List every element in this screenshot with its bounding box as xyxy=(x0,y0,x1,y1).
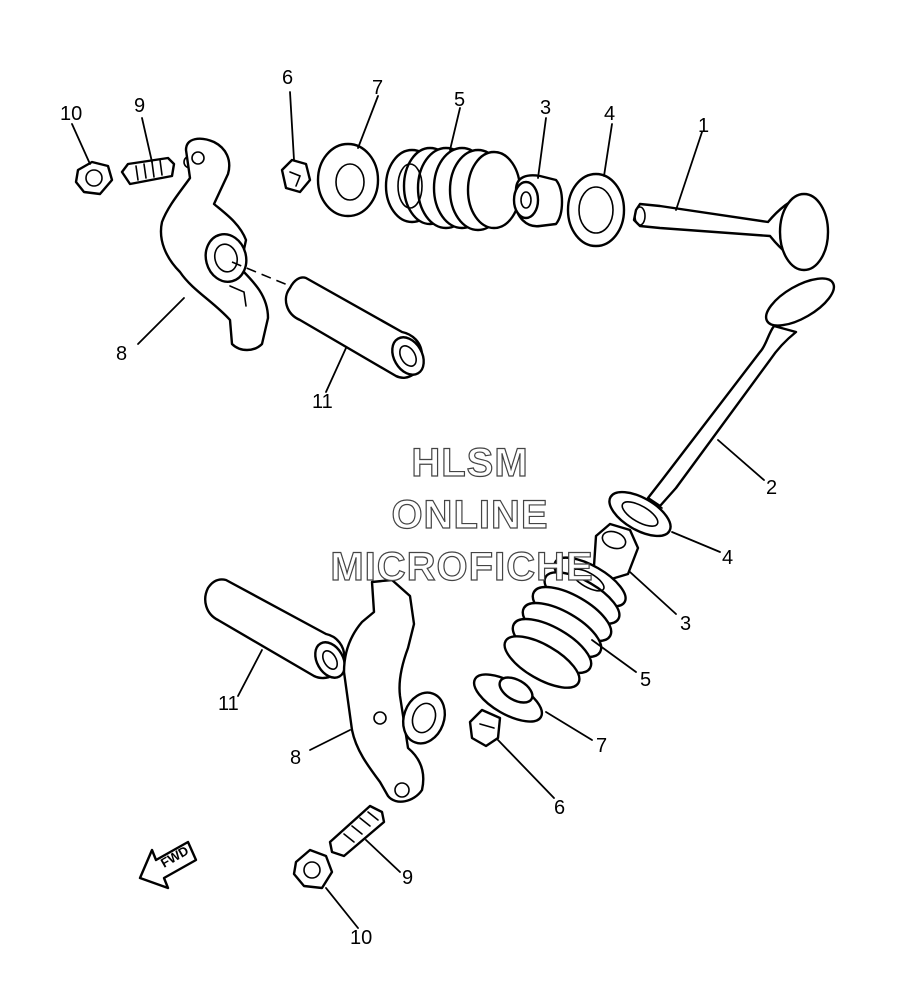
callout-5-bottom: 5 xyxy=(640,669,651,691)
callout-7-bottom: 7 xyxy=(596,735,607,757)
adjusting-screw-top xyxy=(120,155,197,186)
callout-3-top: 3 xyxy=(540,97,551,119)
watermark-line-1: HLSM xyxy=(411,441,528,485)
leader-lines xyxy=(71,91,765,929)
callout-8-bottom: 8 xyxy=(290,747,301,769)
stem-seal-top xyxy=(512,174,564,228)
retainer-bottom xyxy=(472,673,544,723)
watermark-line-3: MICROFICHE xyxy=(330,545,593,589)
callout-3-bottom: 3 xyxy=(680,613,691,635)
callout-9-top: 9 xyxy=(134,95,145,117)
cotter-top xyxy=(280,158,312,194)
callout-10-top: 10 xyxy=(60,103,82,125)
callout-6-top: 6 xyxy=(282,67,293,89)
callout-10-bottom: 10 xyxy=(350,927,372,949)
callout-6-bottom: 6 xyxy=(554,797,565,819)
callout-9-bottom: 9 xyxy=(402,867,413,889)
adjusting-screw-bottom xyxy=(328,804,386,858)
rocker-shaft-top xyxy=(284,276,425,379)
callout-4-bottom: 4 xyxy=(722,547,733,569)
valve-spring-top xyxy=(384,146,522,232)
callout-1: 1 xyxy=(698,115,709,137)
stem-seal-bottom xyxy=(592,522,640,582)
rocker-arm-bottom xyxy=(342,578,446,803)
callout-4-top: 4 xyxy=(604,103,615,125)
rocker-shaft-bottom xyxy=(204,578,346,680)
callout-8-top: 8 xyxy=(116,343,127,365)
intake-valve xyxy=(646,277,836,509)
fwd-arrow-icon: FWD xyxy=(138,840,198,890)
spring-seat-bottom xyxy=(608,490,672,538)
cotter-bottom xyxy=(468,708,502,748)
watermark: HLSM ONLINE MICROFICHE xyxy=(330,440,594,589)
rocker-arm-top xyxy=(159,137,270,352)
nut-bottom xyxy=(292,848,334,890)
exhaust-valve xyxy=(632,192,830,272)
retainer-top xyxy=(316,142,380,218)
callout-5-top: 5 xyxy=(454,89,465,111)
watermark-line-2: ONLINE xyxy=(391,493,548,537)
callout-11-bottom: 11 xyxy=(218,693,239,715)
callout-11-top: 11 xyxy=(312,391,333,413)
nut-top xyxy=(74,160,114,196)
spring-seat-top xyxy=(566,172,626,248)
callout-2: 2 xyxy=(766,477,777,499)
callout-7-top: 7 xyxy=(372,77,383,99)
valve-spring-bottom xyxy=(503,556,627,689)
